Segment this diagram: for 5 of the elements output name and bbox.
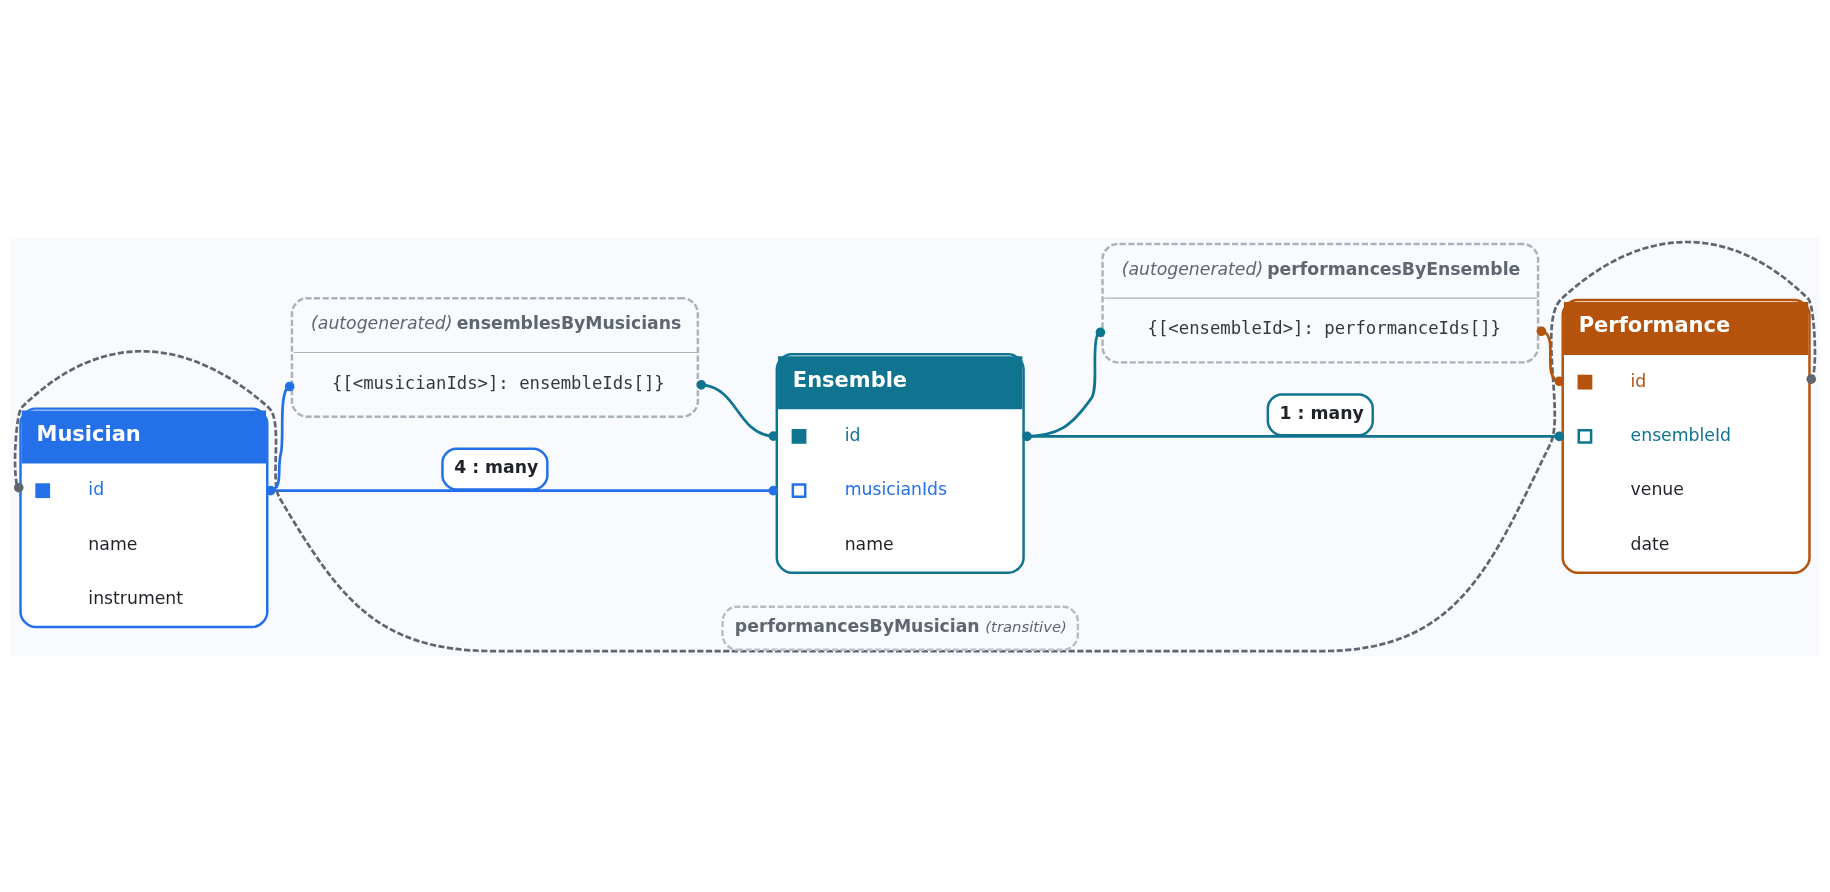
edge-label: 4 : many [454,456,539,477]
connector [1536,325,1565,386]
connector [696,379,779,441]
edge-label: 1 : many [1279,402,1364,423]
edge-label: performancesByMusician (transitive) [734,615,1067,636]
